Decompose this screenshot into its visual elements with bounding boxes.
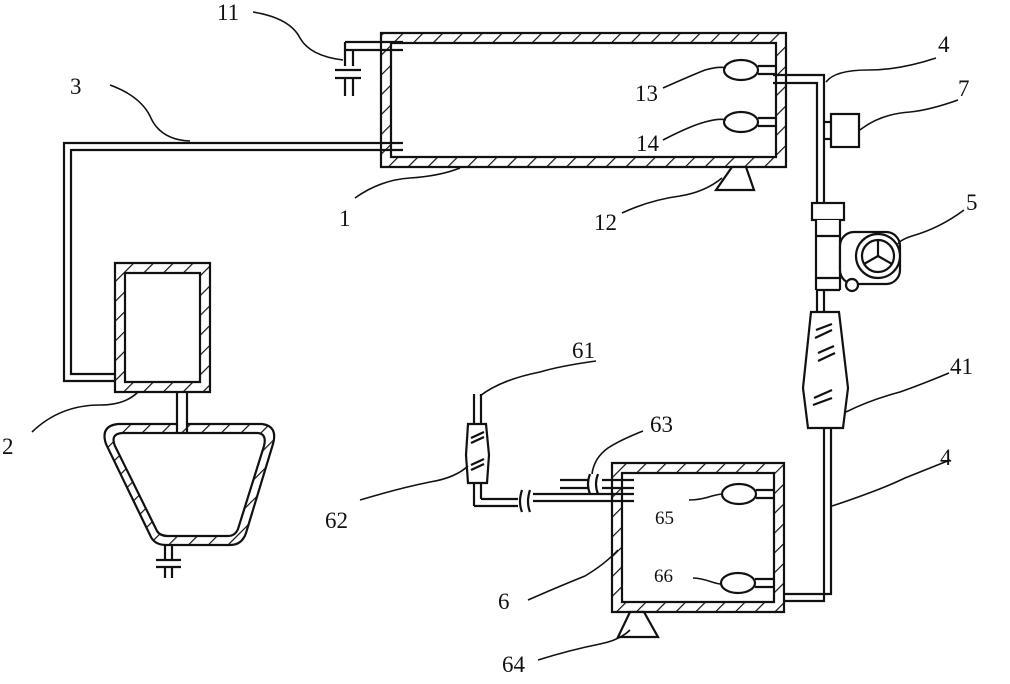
leader-lines <box>31 11 965 661</box>
label-61: 61 <box>572 338 595 363</box>
pipe-4 <box>773 73 833 603</box>
label-7: 7 <box>958 76 970 101</box>
pipe-3 <box>62 141 403 383</box>
collector-vessel <box>103 422 276 547</box>
label-14: 14 <box>636 131 660 156</box>
label-6: 6 <box>498 589 510 614</box>
pipe-61 <box>472 394 483 424</box>
label-66: 66 <box>654 566 673 587</box>
label-5: 5 <box>966 190 978 215</box>
filter-41 <box>801 310 850 430</box>
label-63: 63 <box>650 412 673 437</box>
filter-62 <box>464 422 560 513</box>
label-65: 65 <box>655 508 674 529</box>
tank-1 <box>345 31 788 169</box>
sensor-14 <box>722 110 776 134</box>
label-4-top: 4 <box>938 32 950 57</box>
label-1: 1 <box>339 206 351 231</box>
drain-valve <box>156 545 181 578</box>
valve-63 <box>560 473 600 495</box>
label-4-bottom: 4 <box>940 445 952 470</box>
outlet-12 <box>713 165 756 192</box>
sensor-65 <box>720 482 774 506</box>
tank-2 <box>113 261 212 428</box>
sensor-13 <box>722 58 776 82</box>
vent-valve-11 <box>335 42 361 96</box>
pump-5 <box>810 201 902 293</box>
label-11: 11 <box>217 0 239 25</box>
label-64: 64 <box>502 652 526 677</box>
outlet-64 <box>616 610 660 639</box>
label-13: 13 <box>635 81 658 106</box>
label-2: 2 <box>2 434 14 459</box>
label-12: 12 <box>594 210 617 235</box>
label-62: 62 <box>325 508 348 533</box>
device-7 <box>824 112 861 149</box>
label-3: 3 <box>70 74 82 99</box>
tank-6 <box>560 461 786 614</box>
sensor-66 <box>719 571 774 595</box>
label-41: 41 <box>950 354 973 379</box>
